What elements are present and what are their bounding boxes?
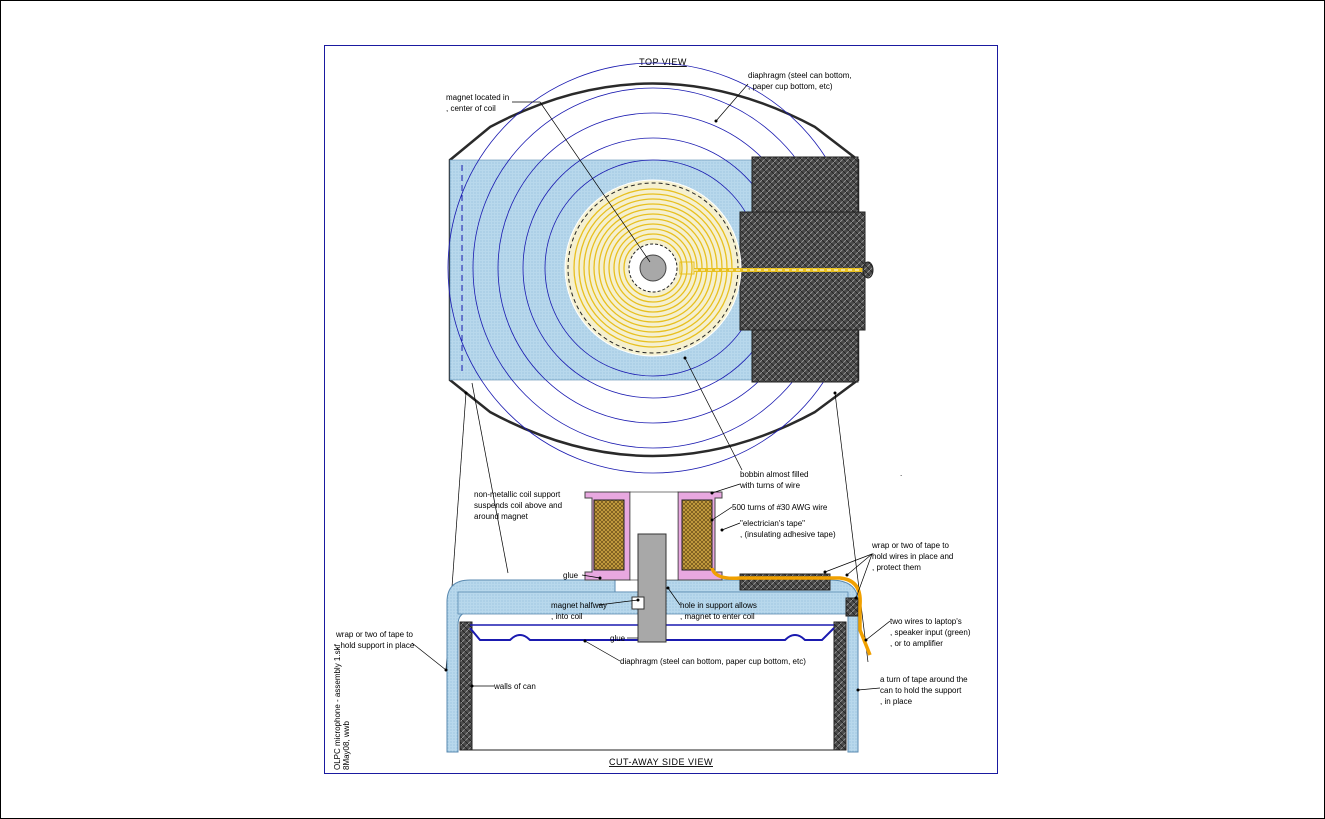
label-coil-support: non-metallic coil support suspends coil … <box>474 490 562 521</box>
svg-text:a turn of tape around the: a turn of tape around the <box>880 675 968 684</box>
label-turns: 500 turns of #30 AWG wire <box>710 503 828 522</box>
svg-text:suspends coil above and: suspends coil above and <box>474 501 562 510</box>
svg-text:walls of can: walls of can <box>493 682 536 691</box>
svg-text:bobbin almost filled: bobbin almost filled <box>740 470 808 479</box>
label-two-wires: two wires to laptop's , speaker input (g… <box>864 617 971 648</box>
label-wrap-wires: wrap or two of tape to hold wires in pla… <box>823 541 953 600</box>
svg-text:, in place: , in place <box>880 697 913 706</box>
top-view-title: TOP VIEW <box>639 57 687 67</box>
svg-text:, (insulating adhesive tape): , (insulating adhesive tape) <box>740 530 836 539</box>
label-bobbin: bobbin almost filled with turns of wire <box>710 470 808 495</box>
svg-text:diaphragm (steel can bottom, p: diaphragm (steel can bottom, paper cup b… <box>620 657 806 666</box>
svg-text:hole in support allows: hole in support allows <box>680 601 757 610</box>
svg-text:500 turns of #30 AWG wire: 500 turns of #30 AWG wire <box>732 503 828 512</box>
side-view-title: CUT-AWAY SIDE VIEW <box>609 757 713 767</box>
label-glue-top: glue <box>563 571 602 580</box>
svg-text:two wires to laptop's: two wires to laptop's <box>890 617 962 626</box>
svg-text:magnet located in: magnet located in <box>446 93 509 102</box>
svg-text:glue: glue <box>610 634 626 643</box>
magnet-side <box>637 533 667 643</box>
can-walls <box>459 621 847 751</box>
credits: OLPC microphone - assembly 1.skf 8May08,… <box>333 643 351 770</box>
svg-text:wrap or two of tape to: wrap or two of tape to <box>335 630 413 639</box>
svg-text:, hold support in place: , hold support in place <box>336 641 415 650</box>
drawing-sheet <box>324 45 998 774</box>
svg-text:magnet halfway: magnet halfway <box>551 601 607 610</box>
svg-text:8May08, wwb: 8May08, wwb <box>342 721 351 770</box>
svg-text:, protect them: , protect them <box>872 563 921 572</box>
label-glue-bottom: glue <box>610 634 638 643</box>
svg-text:, magnet to enter coil: , magnet to enter coil <box>680 612 755 621</box>
label-hole-support: hole in support allows , magnet to enter… <box>666 586 757 621</box>
label-turn-tape: a turn of tape around the can to hold th… <box>856 675 968 706</box>
svg-text:, paper cup bottom, etc): , paper cup bottom, etc) <box>748 82 833 91</box>
svg-text:glue: glue <box>563 571 579 580</box>
lead-wire-side <box>710 567 872 656</box>
svg-text:hold wires in place and: hold wires in place and <box>872 552 953 561</box>
label-walls: walls of can <box>470 682 536 691</box>
svg-text:, into coil: , into coil <box>551 612 583 621</box>
svg-text:wrap or two of tape to: wrap or two of tape to <box>871 541 949 550</box>
svg-text:, speaker input (green): , speaker input (green) <box>890 628 971 637</box>
label-tape: "electrician's tape" , (insulating adhes… <box>720 519 836 539</box>
label-magnet-halfway: magnet halfway , into coil <box>551 598 640 621</box>
label-magnet-center: magnet located in , center of coil <box>446 93 651 263</box>
svg-text:, or to amplifier: , or to amplifier <box>890 639 943 648</box>
svg-text:around magnet: around magnet <box>474 512 529 521</box>
svg-text:"electrician's tape": "electrician's tape" <box>740 519 805 528</box>
svg-text:OLPC microphone - assembly 1.s: OLPC microphone - assembly 1.skf <box>333 643 342 770</box>
label-diaphragm-top: diaphragm (steel can bottom, , paper cup… <box>714 71 852 123</box>
svg-text:diaphragm (steel can bottom,: diaphragm (steel can bottom, <box>748 71 852 80</box>
svg-text:with turns of wire: with turns of wire <box>739 481 801 490</box>
label-diaphragm-side: diaphragm (steel can bottom, paper cup b… <box>583 639 806 666</box>
svg-text:, center of coil: , center of coil <box>446 104 496 113</box>
svg-text:can to hold the support: can to hold the support <box>880 686 962 695</box>
stray-mark: . <box>900 469 902 478</box>
svg-text:non-metallic coil support: non-metallic coil support <box>474 490 561 499</box>
magnet-top <box>639 254 667 282</box>
label-wrap-support: wrap or two of tape to , hold support in… <box>335 630 448 672</box>
